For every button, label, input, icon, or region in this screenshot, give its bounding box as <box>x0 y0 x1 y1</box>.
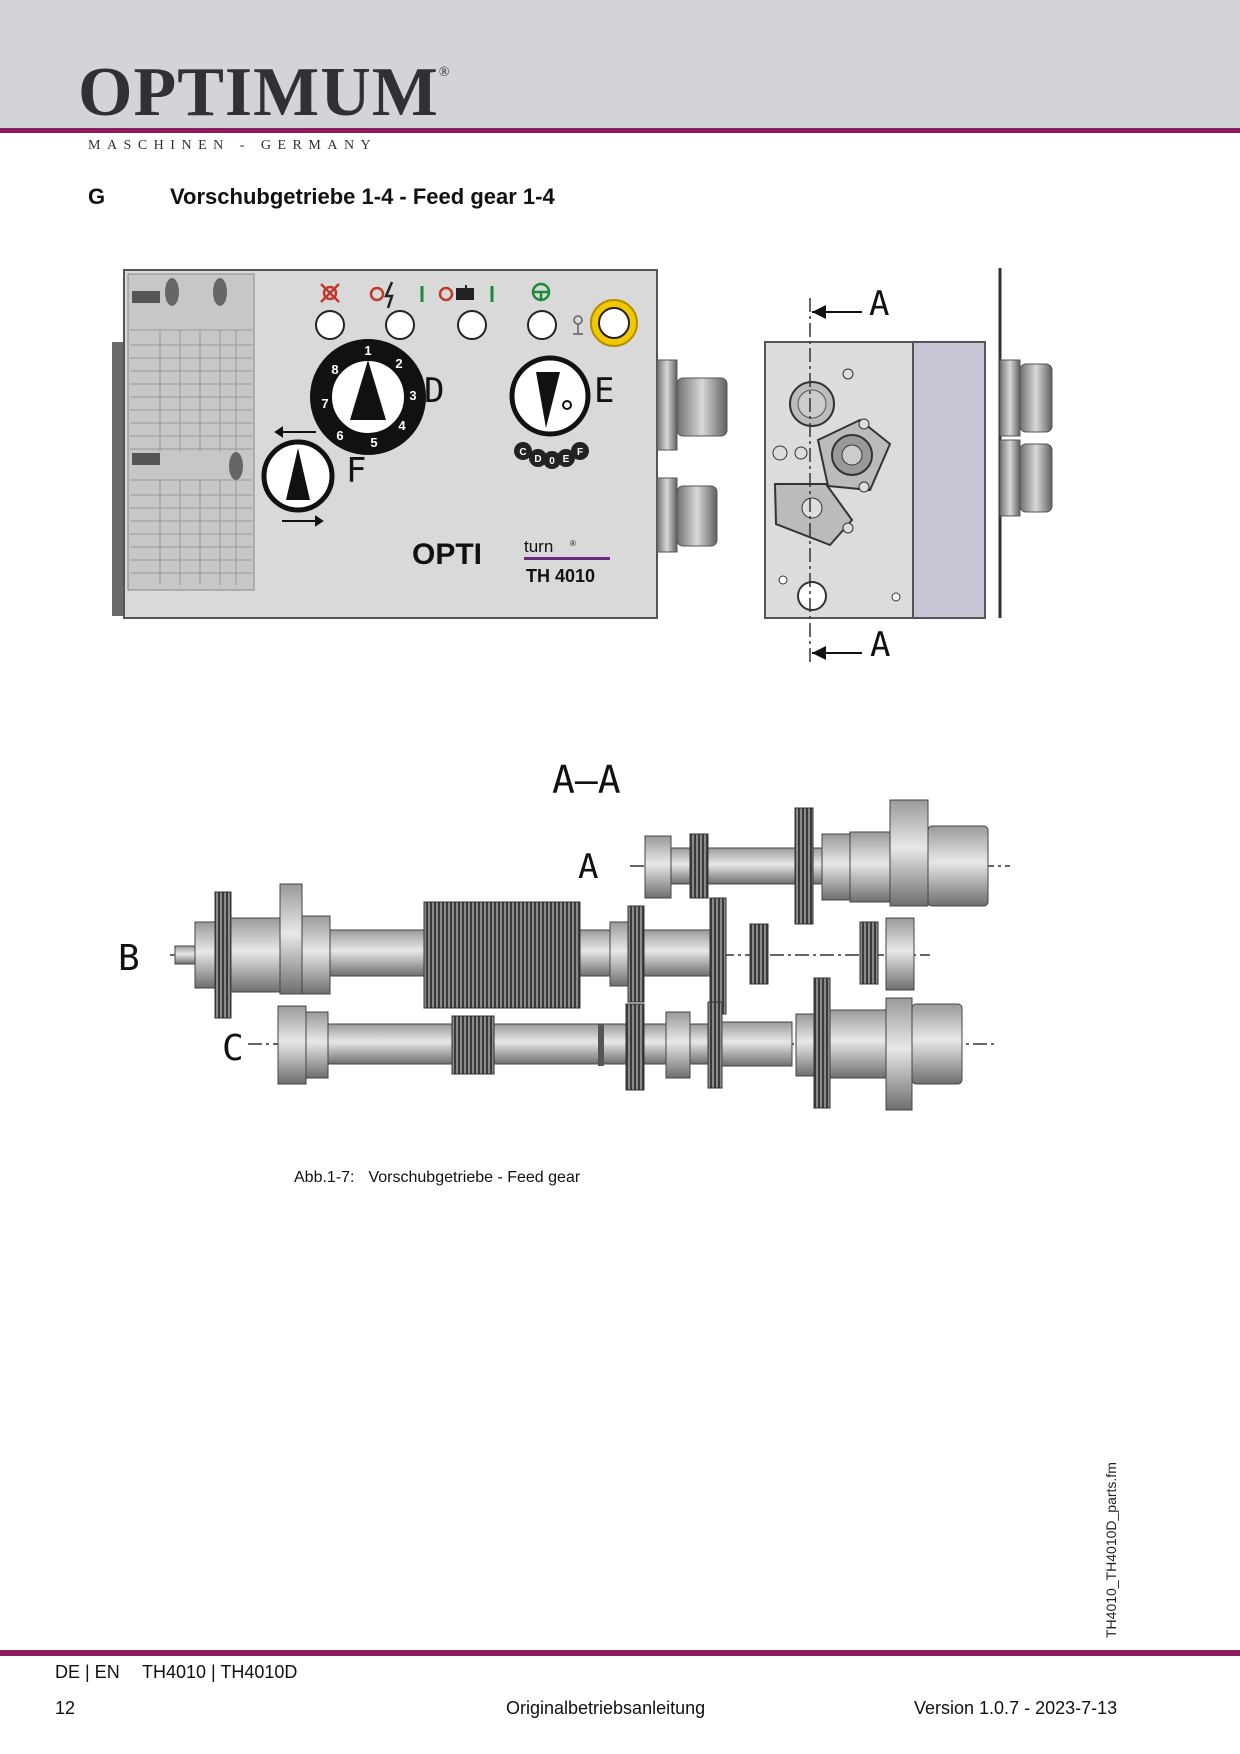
section-letter: G <box>88 184 106 209</box>
dial-d-number: 7 <box>321 396 328 411</box>
side-knobs <box>656 359 728 553</box>
svg-text:TH 4010: TH 4010 <box>526 566 595 586</box>
coolant-off-icon <box>320 283 340 303</box>
svg-text:turn: turn <box>524 537 553 556</box>
side-filename: TH4010_TH4010D_parts.fm <box>1103 1462 1119 1638</box>
footer-accent-line <box>0 1650 1240 1656</box>
section-marker-bottom: A <box>812 625 890 665</box>
dial-f-arrows <box>274 426 324 527</box>
svg-text:OPTI: OPTI <box>412 538 482 571</box>
dial-d-number: 6 <box>336 428 343 443</box>
threading-table <box>127 273 255 591</box>
indicator-lamp-2 <box>385 310 415 340</box>
header-band <box>0 0 1240 130</box>
brand-tagline: MASCHINEN - GERMANY <box>88 138 378 153</box>
shaft-label-a: A <box>578 847 598 887</box>
emergency-stop-button <box>598 307 630 339</box>
caption-number: Abb.1-7: <box>294 1169 355 1186</box>
brand-logo: OPTIMUM® <box>78 54 451 131</box>
emergency-reset-icon <box>531 282 551 302</box>
gearbox-side-view <box>764 268 1053 665</box>
dial-d-number: 5 <box>370 435 377 450</box>
footer-doc-type: Originalbetriebsanleitung <box>506 1698 706 1718</box>
section-title: Vorschubgetriebe 1-4 - Feed gear 1-4 <box>170 184 555 209</box>
dial-e-pointer <box>536 372 560 428</box>
dial-d-number: 8 <box>331 362 338 377</box>
figure-caption: Abb.1-7: Vorschubgetriebe - Feed gear <box>294 1169 594 1187</box>
power-off-icon <box>369 286 385 302</box>
shaft-c: C <box>222 977 998 1111</box>
svg-text:A: A <box>870 625 890 665</box>
dial-e-letter: F <box>577 447 583 458</box>
shaft-label-b: B <box>118 938 140 979</box>
dial-e-letter: C <box>519 447 526 458</box>
footer-models: TH4010 | TH4010D <box>142 1662 298 1682</box>
shaft-a: A <box>578 799 1010 925</box>
lightning-icon <box>384 281 394 309</box>
indicator-lamp-4 <box>527 310 557 340</box>
footer-language: DE | EN <box>55 1662 120 1682</box>
dial-f-pointer <box>286 448 310 500</box>
shaft-b: B <box>118 883 930 1019</box>
dial-e-letter: D <box>534 454 541 465</box>
footer-page-number: 12 <box>55 1698 76 1718</box>
svg-text:®: ® <box>570 539 576 548</box>
svg-text:A: A <box>869 284 889 324</box>
status-symbols <box>320 281 583 335</box>
coolant-pump-icon <box>456 285 474 300</box>
section-view-title: A–A <box>552 758 621 802</box>
label-e: E <box>594 371 614 411</box>
indicator-lamp-3 <box>457 310 487 340</box>
label-f: F <box>346 451 366 491</box>
dial-e-scale: C D 0 E F <box>514 442 589 469</box>
label-d: D <box>424 371 444 411</box>
machine-logo: OPTI turn ® TH 4010 <box>412 537 610 586</box>
control-panel: 1 2 3 4 5 6 7 8 D E C D 0 E F <box>112 269 658 619</box>
section-marker-top: A <box>812 284 889 324</box>
dial-d-number: 1 <box>364 343 371 358</box>
feed-gear-figure: 1 2 3 4 5 6 7 8 D E C D 0 E F <box>112 268 1053 1111</box>
header-accent-line <box>0 128 1240 133</box>
lamp-icon <box>573 315 583 335</box>
dial-d-number: 4 <box>398 418 406 433</box>
caption-text: Vorschubgetriebe - Feed gear <box>368 1169 581 1186</box>
dial-e-letter: E <box>563 454 570 465</box>
dial-d-number: 2 <box>395 356 402 371</box>
dial-e-letter: 0 <box>549 456 555 467</box>
shaft-label-c: C <box>222 1028 244 1069</box>
indicator-lamp-1 <box>315 310 345 340</box>
dial-d-pointer <box>350 360 386 420</box>
footer-version: Version 1.0.7 - 2023-7-13 <box>914 1698 1118 1718</box>
coolant-pump-off-icon <box>438 286 454 302</box>
dial-d-number: 3 <box>409 388 416 403</box>
